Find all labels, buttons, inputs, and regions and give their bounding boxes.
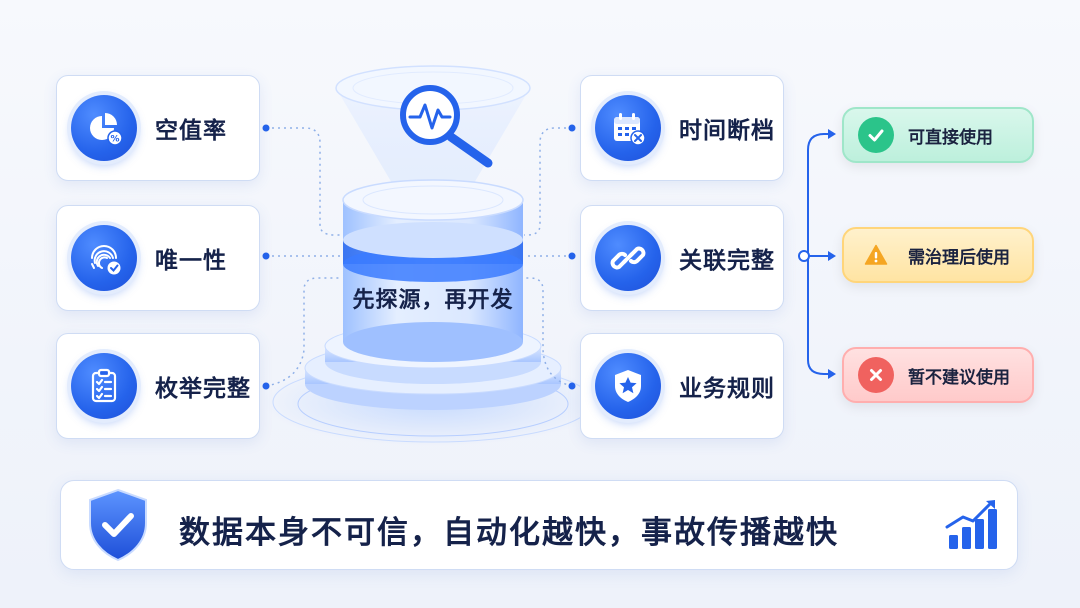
check-label: 时间断档 [679, 118, 775, 144]
banner-text: 数据本身不可信，自动化越快，事故传播越快 [179, 515, 839, 551]
database-cylinder [342, 179, 524, 362]
right-connectors [524, 127, 573, 387]
chain-link-icon [595, 225, 661, 291]
outcome-usable: 可直接使用 [842, 107, 1034, 163]
check-card-business-rules: 业务规则 [580, 333, 784, 439]
check-card-uniqueness: 唯一性 [56, 205, 260, 311]
outcome-needs-governance: 需治理后使用 [842, 227, 1034, 283]
check-card-time-gap: 时间断档 [580, 75, 784, 181]
key-message-banner: 数据本身不可信，自动化越快，事故传播越快 [60, 480, 1018, 570]
shield-check-icon [89, 488, 147, 562]
pie-chart-percent-icon: % [71, 95, 137, 161]
outcome-label: 暂不建议使用 [908, 367, 1010, 388]
outcome-label: 需治理后使用 [908, 247, 1010, 268]
check-icon [858, 117, 894, 153]
right-connector-dots [568, 124, 576, 390]
magnifier-pulse-icon [400, 85, 493, 168]
clipboard-checklist-icon [71, 353, 137, 419]
rising-bar-chart-icon [945, 500, 997, 549]
outcome-label: 可直接使用 [908, 127, 993, 148]
check-label: 空值率 [155, 118, 227, 144]
center-label: 先探源，再开发 [352, 288, 514, 313]
check-card-null-rate: % 空值率 [56, 75, 260, 181]
fingerprint-check-icon [71, 225, 137, 291]
outcome-arrowheads [828, 129, 836, 379]
x-icon [858, 357, 894, 393]
check-label: 唯一性 [155, 248, 227, 274]
branch-node [798, 250, 810, 262]
outcome-not-recommended: 暂不建议使用 [842, 347, 1034, 403]
shield-star-icon [595, 353, 661, 419]
left-connectors [265, 127, 340, 387]
svg-text:%: % [110, 135, 119, 145]
check-label: 枚举完整 [155, 376, 251, 402]
left-connector-dots [262, 124, 270, 390]
calendar-x-icon [595, 95, 661, 161]
check-card-enum-completeness: 枚举完整 [56, 333, 260, 439]
check-label: 业务规则 [679, 376, 775, 402]
check-label: 关联完整 [679, 248, 775, 274]
warning-icon [858, 237, 894, 273]
check-card-referential-integrity: 关联完整 [580, 205, 784, 311]
